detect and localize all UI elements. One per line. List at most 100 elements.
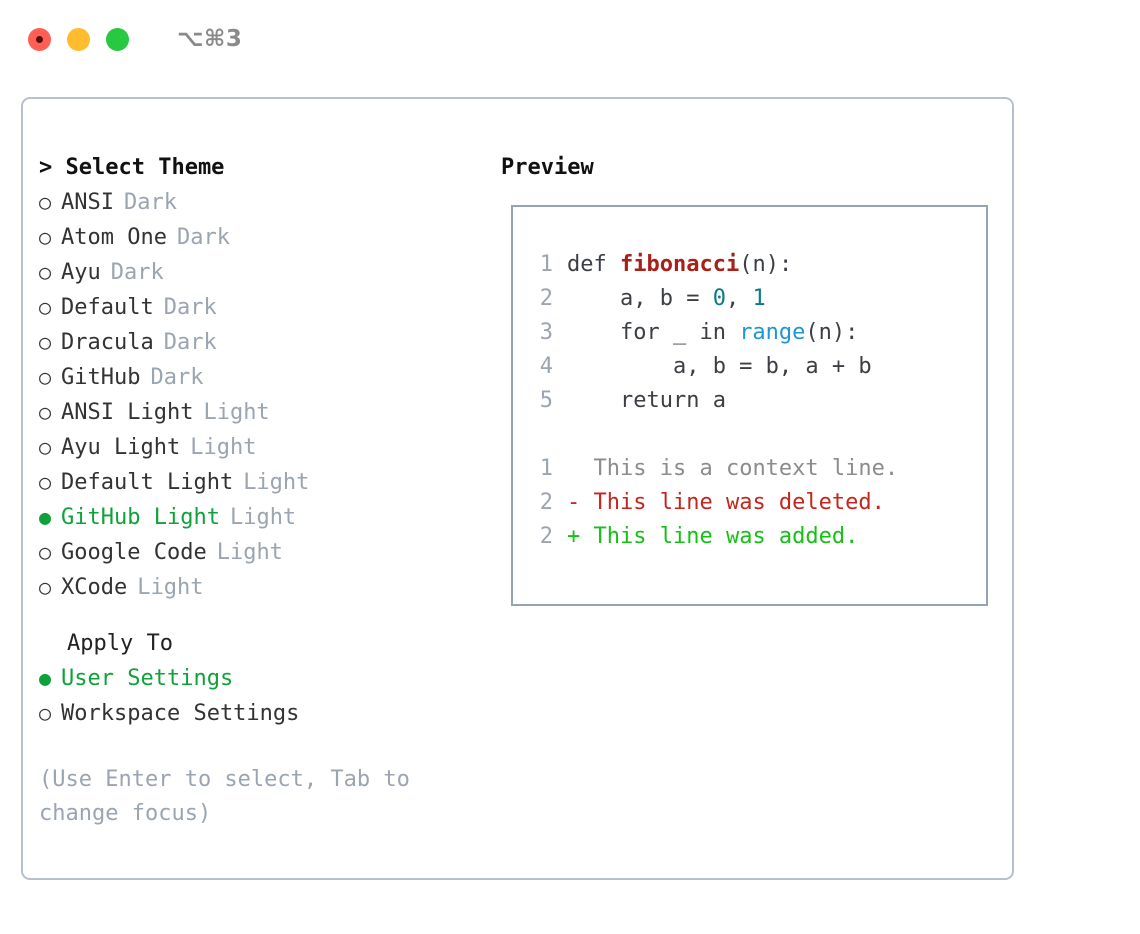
diff-marker: - bbox=[567, 490, 594, 515]
diff-line-text: This line was deleted. bbox=[593, 490, 885, 515]
theme-name-label: Atom One bbox=[61, 225, 167, 250]
diff-line-text: This line was added. bbox=[593, 524, 859, 549]
radio-unselected-icon: ○ bbox=[39, 330, 52, 354]
window-shortcut-label: ⌥⌘3 bbox=[177, 26, 243, 52]
code-token-builtin: range bbox=[739, 320, 806, 345]
code-line-text: a, b = 0, 1 bbox=[567, 282, 766, 316]
code-line: 4 a, b = b, a + b bbox=[527, 350, 978, 384]
diff-line: 2 + This line was added. bbox=[527, 520, 978, 554]
theme-name-label: Dracula bbox=[61, 330, 154, 355]
code-token-plain: , bbox=[725, 286, 753, 311]
diff-marker: + bbox=[567, 524, 594, 549]
diff-line-text: This is a context line. bbox=[593, 456, 899, 481]
theme-variant-tag: Dark bbox=[163, 330, 217, 355]
theme-variant-tag: Light bbox=[216, 540, 283, 565]
code-line-number: 1 bbox=[539, 252, 553, 277]
code-line-number: 5 bbox=[539, 388, 553, 413]
code-section-divider bbox=[527, 418, 978, 452]
maximize-window-icon[interactable] bbox=[106, 27, 129, 51]
theme-variant-tag: Dark bbox=[110, 260, 164, 285]
code-token-number: 1 bbox=[752, 286, 766, 311]
code-token-function: fibonacci bbox=[619, 252, 740, 277]
code-token-plain: def bbox=[567, 252, 620, 277]
theme-variant-tag: Light bbox=[229, 505, 297, 530]
apply-to-heading: Apply To bbox=[67, 631, 173, 656]
theme-variant-tag: Dark bbox=[123, 190, 177, 215]
theme-variant-tag: Light bbox=[203, 400, 270, 425]
theme-list-item[interactable]: ○ Ayu Dark bbox=[39, 255, 479, 290]
theme-list-item[interactable]: ○ Dracula Dark bbox=[39, 325, 479, 360]
theme-list-item[interactable]: ○ Default Dark bbox=[39, 290, 479, 325]
radio-unselected-icon: ○ bbox=[39, 470, 52, 494]
code-line: 2 a, b = 0, 1 bbox=[527, 282, 978, 316]
theme-name-label: GitHub Light bbox=[61, 505, 220, 530]
theme-name-label: Default bbox=[61, 295, 154, 320]
code-token-plain: for _ in bbox=[567, 320, 740, 345]
apply-to-option[interactable]: ○Workspace Settings bbox=[39, 696, 479, 731]
minimize-window-icon[interactable] bbox=[67, 27, 90, 51]
radio-unselected-icon: ○ bbox=[39, 575, 52, 599]
code-line-text: a, b = b, a + b bbox=[567, 350, 872, 384]
radio-unselected-icon: ○ bbox=[39, 260, 52, 284]
keyboard-hint-text: (Use Enter to select, Tab to change focu… bbox=[39, 767, 410, 826]
radio-unselected-icon: ○ bbox=[39, 190, 52, 214]
diff-line-number: 2 bbox=[539, 524, 553, 549]
apply-to-option-label: Workspace Settings bbox=[61, 701, 300, 726]
theme-selector-title: > Select Theme bbox=[39, 155, 225, 180]
code-token-plain: a, b = bbox=[567, 286, 713, 311]
code-line: 3 for _ in range(n): bbox=[527, 316, 978, 350]
theme-name-label: XCode bbox=[61, 575, 128, 600]
code-line-text: return a bbox=[567, 384, 726, 418]
code-line-text: def fibonacci(n): bbox=[567, 248, 792, 282]
theme-list-item[interactable]: ○ ANSI Light Light bbox=[39, 395, 479, 430]
preview-title: Preview bbox=[501, 155, 594, 180]
theme-name-label: GitHub bbox=[61, 365, 141, 390]
code-token-plain: (n): bbox=[805, 320, 859, 345]
radio-selected-icon: ● bbox=[39, 666, 52, 690]
theme-variant-tag: Dark bbox=[163, 295, 217, 320]
diff-line-number: 2 bbox=[539, 490, 553, 515]
code-token-plain: return a bbox=[567, 388, 726, 413]
close-window-icon[interactable] bbox=[28, 27, 51, 51]
radio-unselected-icon: ○ bbox=[39, 225, 52, 249]
code-line: 5 return a bbox=[527, 384, 978, 418]
theme-list-item[interactable]: ○ XCode Light bbox=[39, 570, 479, 605]
radio-unselected-icon: ○ bbox=[39, 435, 52, 459]
window-titlebar: ⌥⌘3 bbox=[0, 0, 1140, 78]
apply-to-option[interactable]: ● User Settings bbox=[39, 661, 479, 696]
theme-name-label: Ayu bbox=[61, 260, 101, 285]
diff-line: 2- This line was deleted. bbox=[527, 486, 978, 520]
theme-name-label: Ayu Light bbox=[61, 435, 181, 460]
traffic-light-group bbox=[28, 27, 129, 51]
code-line-number: 3 bbox=[539, 320, 553, 345]
theme-variant-tag: Light bbox=[137, 575, 204, 600]
theme-variant-tag: Dark bbox=[150, 365, 204, 390]
radio-unselected-icon: ○ bbox=[39, 400, 52, 424]
code-token-plain: a, b = b, a + b bbox=[567, 354, 872, 379]
code-token-plain: (n): bbox=[739, 252, 793, 277]
diff-line: 1 This is a context line. bbox=[527, 452, 978, 486]
code-line-number: 4 bbox=[539, 354, 553, 379]
theme-list-item[interactable]: ○ ANSI Dark bbox=[39, 185, 479, 220]
preview-section: Preview bbox=[501, 151, 1001, 185]
radio-unselected-icon: ○ bbox=[39, 295, 52, 319]
apply-to-option-label: User Settings bbox=[61, 666, 234, 691]
theme-name-label: ANSI bbox=[61, 190, 114, 215]
radio-unselected-icon: ○ bbox=[39, 540, 52, 564]
diff-line-number: 1 bbox=[539, 456, 553, 481]
theme-name-label: ANSI Light bbox=[61, 400, 194, 425]
theme-name-label: Default Light bbox=[61, 470, 234, 495]
